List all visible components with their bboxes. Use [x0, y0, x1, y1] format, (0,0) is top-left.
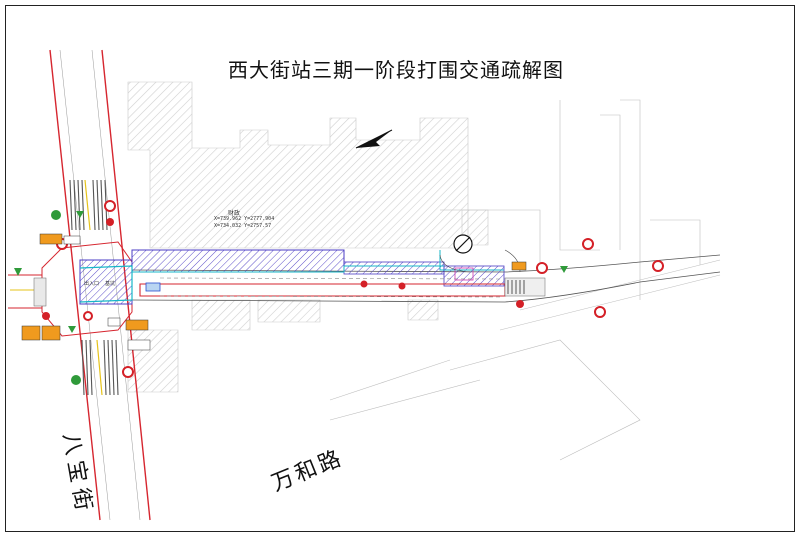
building-label: 财政 [228, 210, 241, 217]
drawing-title: 西大街站三期一阶段打围交通疏解图 [228, 58, 564, 82]
site-outlines [329, 99, 721, 461]
coord-line-1: X=739.962 Y=2777.904 [214, 216, 275, 222]
west-approach [8, 274, 47, 309]
traffic-signs [14, 200, 664, 385]
coord-line-2: X=734.032 Y=2757.57 [214, 223, 272, 229]
buildings [127, 81, 489, 393]
box-label-entrance: 出入口 [84, 281, 100, 287]
box-label-pit: 基坑 [105, 281, 116, 287]
drawing-frame [5, 5, 795, 532]
no-entry-icon [453, 234, 473, 254]
north-arrow-icon [355, 129, 393, 149]
east-road [504, 254, 721, 303]
work-zone [79, 249, 521, 305]
